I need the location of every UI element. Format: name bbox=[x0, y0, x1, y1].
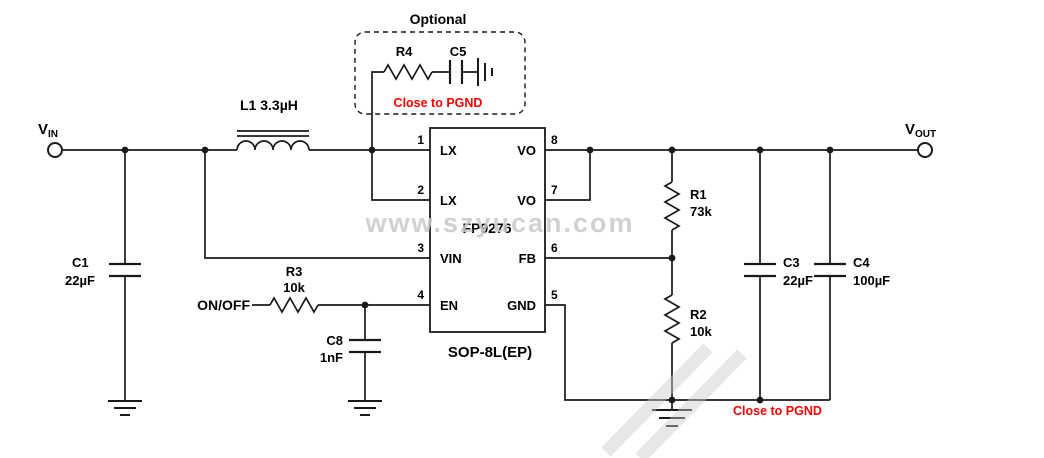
wires bbox=[62, 71, 918, 401]
c3-value-label: 22µF bbox=[783, 273, 813, 288]
ic-pin6-number: 6 bbox=[551, 241, 558, 255]
l1-inductor-symbol bbox=[236, 130, 310, 151]
ic-pin5-label: GND bbox=[507, 298, 536, 313]
vin-label-sub: IN bbox=[48, 129, 58, 140]
c5-ref-label: C5 bbox=[450, 44, 467, 59]
ic-body bbox=[429, 127, 546, 333]
ic-pin7-number: 7 bbox=[551, 183, 558, 197]
close-to-pgnd-bottom-note: Close to PGND bbox=[733, 404, 822, 418]
ic-package-label: SOP-8L(EP) bbox=[448, 344, 532, 361]
c3-capacitor-symbol bbox=[744, 262, 776, 278]
vout-label: VOUT bbox=[905, 121, 936, 140]
r2-resistor-symbol bbox=[663, 294, 681, 344]
junction-dot bbox=[668, 146, 676, 154]
junction-dot bbox=[586, 146, 594, 154]
vout-label-base: V bbox=[905, 121, 915, 138]
r3-resistor-symbol bbox=[269, 296, 319, 314]
vout-label-sub: OUT bbox=[915, 129, 936, 140]
r3-value-label: 10k bbox=[283, 280, 305, 295]
ic-pin5-number: 5 bbox=[551, 288, 558, 302]
c4-capacitor: C4 100µF bbox=[814, 255, 890, 288]
r1-resistor: R1 73k bbox=[663, 181, 712, 231]
ic-pin1-number: 1 bbox=[417, 133, 424, 147]
r2-ref-label: R2 bbox=[690, 307, 707, 322]
ic-pin3-label: VIN bbox=[440, 251, 462, 266]
ic-pin4-number: 4 bbox=[417, 288, 424, 302]
vin-label: VIN bbox=[38, 121, 58, 140]
power-ground: Close to PGND bbox=[652, 400, 822, 427]
ic-pin6-label: FB bbox=[519, 251, 536, 266]
snubber-ground-icon bbox=[477, 58, 493, 86]
junction-dot bbox=[756, 146, 764, 154]
junction-dots bbox=[121, 146, 834, 404]
c1-capacitor: C1 22µF bbox=[65, 255, 142, 416]
l1-inductor: L1 3.3µH bbox=[236, 97, 310, 151]
vout-terminal: VOUT bbox=[905, 121, 936, 158]
optional-label: Optional bbox=[410, 11, 467, 27]
ic-pin3-number: 3 bbox=[417, 241, 424, 255]
c1-value-label: 22µF bbox=[65, 273, 95, 288]
optional-dashed-box bbox=[354, 31, 526, 115]
r1-ref-label: R1 bbox=[690, 187, 707, 202]
c8-value-label: 1nF bbox=[320, 350, 343, 365]
ic-part-name: FP9276 bbox=[462, 220, 511, 236]
c4-value-label: 100µF bbox=[853, 273, 890, 288]
c3-capacitor: C3 22µF bbox=[744, 255, 813, 288]
on-off-label: ON/OFF bbox=[197, 297, 250, 313]
r2-value-label: 10k bbox=[690, 324, 712, 339]
r3-resistor: R3 10k ON/OFF bbox=[197, 264, 319, 314]
ic-pin2-label: LX bbox=[440, 193, 457, 208]
junction-dot bbox=[826, 146, 834, 154]
watermark-glyph bbox=[601, 343, 747, 458]
l1-label: L1 3.3µH bbox=[240, 97, 298, 113]
junction-dot bbox=[368, 146, 376, 154]
r3-ref-label: R3 bbox=[286, 264, 303, 279]
c1-ref-label: C1 bbox=[72, 255, 89, 270]
junction-dot bbox=[361, 301, 369, 309]
power-ground-icon bbox=[652, 409, 692, 427]
c8-ground-icon bbox=[348, 400, 382, 416]
ic-pin1-label: LX bbox=[440, 143, 457, 158]
c5-capacitor-symbol bbox=[448, 60, 464, 84]
vout-terminal-icon bbox=[917, 142, 933, 158]
c8-capacitor-symbol bbox=[349, 338, 381, 354]
r4-ref-label: R4 bbox=[396, 44, 413, 59]
junction-dot bbox=[121, 146, 129, 154]
c8-ref-label: C8 bbox=[326, 333, 343, 348]
vin-label-base: V bbox=[38, 121, 48, 138]
r1-resistor-symbol bbox=[663, 181, 681, 231]
c1-capacitor-symbol bbox=[109, 262, 141, 278]
junction-dot bbox=[756, 396, 764, 404]
circuit-wires bbox=[62, 71, 918, 401]
ic-pin7-label: VO bbox=[517, 193, 536, 208]
watermarks: www.szyucan.com bbox=[364, 208, 747, 458]
c1-ground-icon bbox=[108, 400, 142, 416]
c4-capacitor-symbol bbox=[814, 262, 846, 278]
r4-resistor-symbol bbox=[383, 63, 433, 81]
c8-capacitor: C8 1nF bbox=[320, 333, 382, 416]
r2-resistor: R2 10k bbox=[663, 294, 712, 344]
r1-value-label: 73k bbox=[690, 204, 712, 219]
close-to-pgnd-top-note: Close to PGND bbox=[394, 96, 483, 110]
junction-dot bbox=[668, 254, 676, 262]
junction-dot bbox=[668, 396, 676, 404]
ic-pin8-label: VO bbox=[517, 143, 536, 158]
vin-terminal-icon bbox=[47, 142, 63, 158]
ic: LX LX VIN EN VO VO FB GND 1 2 3 4 8 7 6 … bbox=[417, 127, 558, 361]
optional-snubber: Optional R4 C5 Close to PGND bbox=[354, 11, 526, 115]
c3-ref-label: C3 bbox=[783, 255, 800, 270]
ic-pin2-number: 2 bbox=[417, 183, 424, 197]
watermark-text: www.szyucan.com bbox=[364, 208, 634, 238]
ic-pin4-label: EN bbox=[440, 298, 458, 313]
c4-ref-label: C4 bbox=[853, 255, 870, 270]
ic-pin8-number: 8 bbox=[551, 133, 558, 147]
vin-terminal: VIN bbox=[38, 121, 63, 158]
junction-dot bbox=[201, 146, 209, 154]
